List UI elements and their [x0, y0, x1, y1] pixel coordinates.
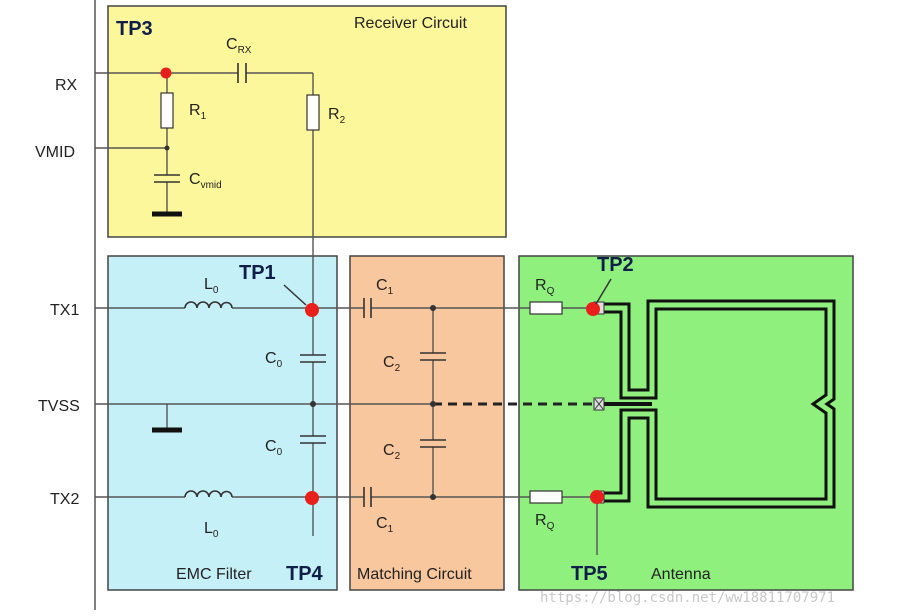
- tp5-label: TP5: [571, 563, 608, 585]
- pin-vmid-label: VMID: [35, 144, 75, 161]
- tp5-dot: [590, 490, 604, 504]
- label-c2-bottom: C2: [383, 442, 401, 462]
- tp2-dot: [586, 302, 600, 316]
- pin-tx2-label: TX2: [50, 491, 79, 508]
- tp2-label: TP2: [597, 254, 634, 276]
- tp2-pointer: [595, 278, 612, 305]
- inductor-l0-top: [184, 301, 233, 309]
- junction-dots: [164, 145, 436, 500]
- inductor-l0-bottom: [184, 490, 233, 498]
- matching-circuit-block: [349, 255, 505, 591]
- label-c0-bottom: C0: [265, 438, 283, 458]
- antenna-title: Antenna: [651, 566, 711, 583]
- tp3-label: TP3: [116, 18, 153, 40]
- label-rq-top: RQ: [535, 277, 555, 297]
- emc-filter-block: [107, 255, 338, 591]
- tp4-label: TP4: [286, 563, 324, 585]
- pin-rx-label: RX: [55, 77, 78, 94]
- tp1-dot: [305, 303, 319, 317]
- test-point-markers: [160, 67, 604, 505]
- matching-circuit-title: Matching Circuit: [357, 566, 472, 583]
- pin-tx1-label: TX1: [50, 302, 79, 319]
- label-crx: CRX: [226, 36, 252, 56]
- label-l0-top: L0: [204, 276, 219, 296]
- label-c0-top: C0: [265, 350, 283, 370]
- label-r2: R2: [328, 106, 346, 126]
- label-r1: R1: [189, 102, 207, 122]
- resistor-r1: [160, 92, 174, 129]
- label-c1-top: C1: [376, 277, 394, 297]
- label-rq-bottom: RQ: [535, 512, 555, 532]
- label-cvmid: Cvmid: [189, 171, 222, 191]
- resistor-rq-top: [529, 301, 563, 315]
- resistor-r2: [306, 94, 320, 131]
- tp4-dot: [305, 491, 319, 505]
- label-c1-bottom: C1: [376, 515, 394, 535]
- antenna-block: [518, 255, 854, 591]
- capacitors: [154, 63, 446, 507]
- tp3-dot: [160, 67, 172, 79]
- receiver-circuit-title: Receiver Circuit: [354, 15, 467, 32]
- resistor-rq-bottom: [529, 490, 563, 504]
- watermark: https://blog.csdn.net/ww18811707971: [540, 590, 835, 606]
- tp1-label: TP1: [239, 262, 276, 284]
- emc-filter-title: EMC Filter: [176, 566, 252, 583]
- pin-tvss-label: TVSS: [38, 398, 80, 415]
- label-c2-top: C2: [383, 354, 401, 374]
- tp1-pointer: [283, 284, 307, 306]
- label-l0-bottom: L0: [204, 520, 219, 540]
